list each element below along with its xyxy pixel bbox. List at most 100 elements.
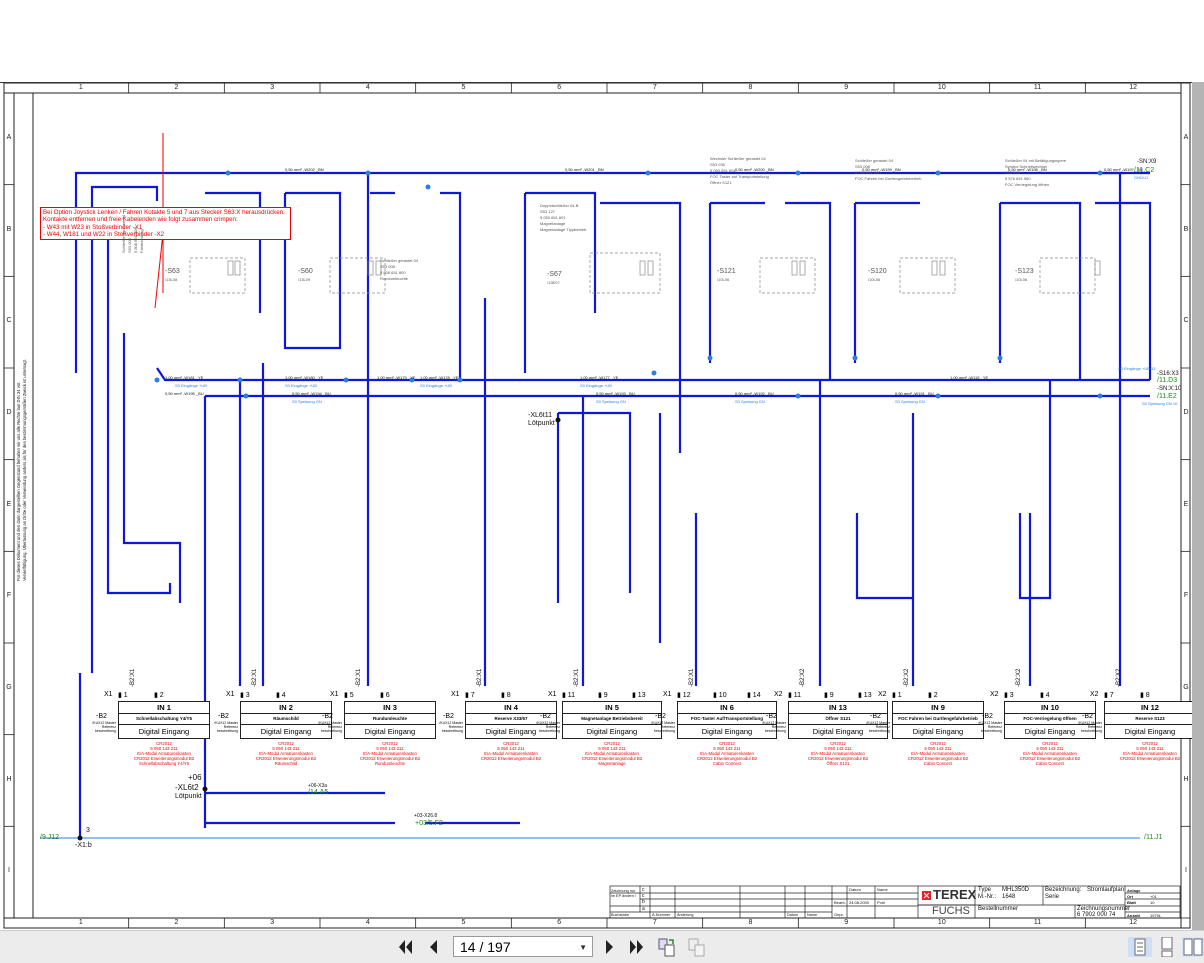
ref-code: +03-X26.8 [414, 813, 438, 819]
type-value: MHL350D [1002, 887, 1030, 893]
pin-a: ▮ 5 [344, 692, 354, 699]
pin-b: ▮ 9 [824, 692, 834, 699]
row-ticks [4, 184, 1190, 919]
part-info-line: 5 050 143 211 [497, 746, 525, 751]
part-info-line: E/A-Modul Armaturenkasten [1123, 751, 1177, 756]
next-page-button[interactable] [602, 937, 618, 957]
module-pins: X1▮ 3▮ 4 [226, 691, 332, 701]
wire-sublabel: S0 Eingänge +UB [420, 383, 452, 388]
module-ref: -B2 [1082, 713, 1093, 720]
row-label: B [6, 225, 12, 233]
name-label: Name [877, 887, 888, 892]
column-label: 2 [174, 84, 179, 91]
part-info-line: 5 050 143 211 [598, 746, 626, 751]
part-info-line: CR2012 [278, 741, 294, 746]
module-type: Digital Eingang [138, 727, 190, 736]
ref-link-14a5[interactable]: /14.A5 [308, 789, 329, 796]
part-info-line: E/A-Modul Armaturenkasten [811, 751, 865, 756]
continuous-view-button[interactable] [1156, 937, 1178, 957]
copyright-side-text: Für dieses Dokument und den darin darges… [16, 281, 28, 581]
column-label: 12 [1129, 919, 1138, 926]
column-label: 4 [365, 919, 370, 926]
copyright-line: Vervielfältigung, Überlassung an Dritte … [22, 358, 27, 581]
ref-link-5f2[interactable]: +03/5.F2 [415, 820, 443, 827]
switch-info-line: 5 576 651 580 [1005, 176, 1031, 181]
module-ref: -B2 [443, 713, 454, 720]
module-input-label: IN 12 [1105, 702, 1195, 714]
ref-link-11c2[interactable]: /11.C2 [1134, 167, 1155, 174]
two-page-view-button[interactable] [1182, 937, 1204, 957]
wire-sublabel: S0 Speisung GN [735, 399, 765, 404]
switch-info-line: Schließer gerastet 04 [855, 158, 894, 163]
pin-b: ▮ 10 [713, 692, 727, 699]
wire-sublabel: S0 Speisung GN [292, 399, 322, 404]
rev-letter: a [642, 906, 645, 912]
part-info-line: 5 050 143 211 [376, 746, 404, 751]
first-page-button[interactable] [396, 937, 416, 957]
two-page-icon [1183, 938, 1203, 956]
wire-sublabel: S0 Eingänge +UB [580, 383, 612, 388]
rev-col: Änderung [677, 913, 694, 917]
switch-sub: /13L09 [298, 277, 311, 282]
pin-a: ▮ 1 [892, 692, 902, 699]
module-pins: X1▮ 7▮ 8 [451, 691, 557, 701]
wire-label: 0,50 mm² -W198 _BN [1008, 167, 1047, 172]
brand-fuchs: FUCHS [932, 905, 970, 917]
rev-note: Zeichnung nur im EP ändern ! [611, 889, 637, 898]
last-page-button[interactable] [626, 937, 646, 957]
ref-link-11j1[interactable]: /11.J1 [1144, 834, 1163, 841]
note-line: Kontakte entfernen und freie Kabelenden … [43, 216, 238, 224]
ref-code: +06-X3a [308, 783, 328, 789]
part-info-line: CR2012 [719, 741, 735, 746]
module-ref: -B2 [96, 713, 107, 720]
serie-label: Serie [1045, 894, 1060, 900]
page-action-2-button[interactable] [686, 937, 708, 957]
module-description: Öffner S121 [789, 714, 887, 725]
outer-frame [3, 83, 1191, 929]
mnr-label: M.-Nr.: [978, 894, 996, 900]
column-label: 9 [844, 84, 849, 91]
ref-link-11d3[interactable]: /11.D3 [1157, 377, 1178, 384]
pin-a: ▮ 11 [562, 692, 576, 699]
row-label: I [1185, 867, 1187, 875]
anlage-label: Anlage [1127, 888, 1141, 893]
part-info-line: Räumschild [274, 761, 298, 766]
plug-label: -B2:X2 [1116, 668, 1122, 687]
part-info-line: CR2012 Erweiterungsmodul B2 [255, 756, 317, 761]
wire-label: 0,50 mm² -W199 _BN [862, 167, 901, 172]
previous-page-button[interactable] [425, 937, 441, 957]
part-info-line: E/A-Modul Armaturenkasten [363, 751, 417, 756]
page-number-select[interactable]: 14 / 197 ▼ [453, 936, 593, 957]
wire-s67-loop2 [600, 201, 682, 453]
pin-c: ▮ 13 [858, 692, 872, 699]
last-page-icon [630, 940, 643, 954]
continuous-page-icon [1161, 937, 1173, 957]
single-page-view-button[interactable] [1128, 937, 1152, 957]
row-label: H [1183, 775, 1189, 783]
ref-sub: S0 Eingänge +UB.13 [1118, 366, 1156, 371]
ref-link-9j12[interactable]: /9.J12 [40, 834, 60, 841]
pin-b: ▮ 8 [501, 692, 511, 699]
part-info-line: 5 050 143 211 [1036, 746, 1064, 751]
row-label: C [6, 317, 12, 325]
module-ref: -B2 [655, 713, 666, 720]
vertical-scrollbar[interactable] [1192, 82, 1204, 930]
wire-mid-bus [156, 367, 1150, 382]
pin-a: ▮ 3 [1004, 692, 1014, 699]
ref-link-11e2[interactable]: /11.E2 [1157, 393, 1177, 400]
module-ref-sub: /KUX12 Master Referenz beschreibung [762, 721, 786, 733]
module-ref-sub: /KUX12 Master Referenz beschreibung [439, 721, 463, 733]
page-action-1-button[interactable] [656, 937, 678, 957]
column-label: 8 [748, 919, 753, 926]
wire-s123-right [1095, 201, 1152, 380]
pin-a: ▮ 3 [240, 692, 250, 699]
connector-label: X1 [548, 691, 557, 698]
module-input-label: IN 3 [345, 702, 435, 714]
rev-col: Ä-Nummer [652, 913, 671, 917]
wire-label: 0,50 mm² -W193 _BU [596, 391, 635, 396]
rev-letter: c [642, 893, 645, 899]
